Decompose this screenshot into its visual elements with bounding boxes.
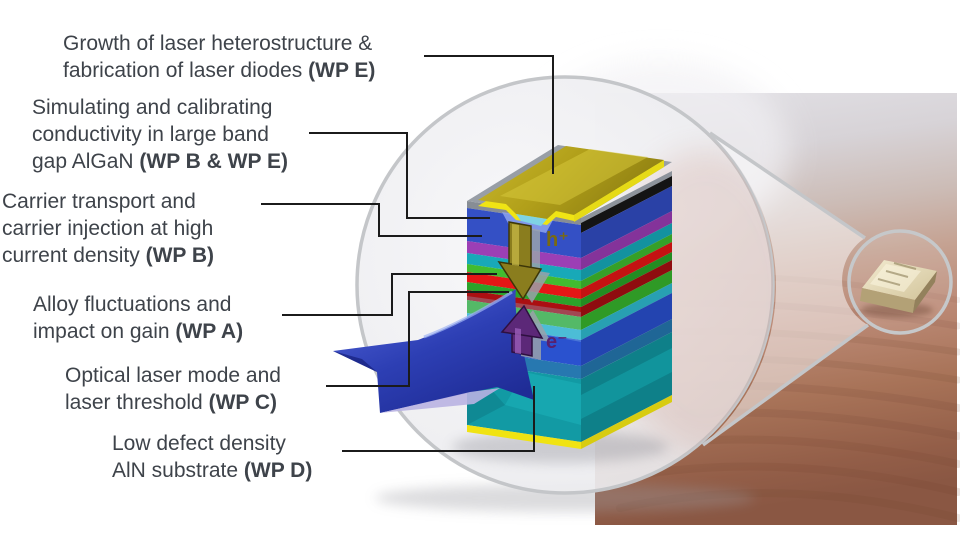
pad-notch-dip xyxy=(516,214,547,226)
leader-substrate xyxy=(342,386,535,452)
label-line: Simulating and calibrating xyxy=(32,96,273,119)
label-line: AlN substrate (WP D) xyxy=(112,459,313,482)
label-alloy-fluctuations: Alloy fluctuations and impact on gain (W… xyxy=(33,291,243,345)
label-optical-mode: Optical laser mode and laser threshold (… xyxy=(65,362,281,416)
label-line: conductivity in large band xyxy=(32,123,269,146)
label-line: current density (WP B) xyxy=(2,244,215,267)
pad-right-edge xyxy=(574,160,664,222)
magnifier-cone xyxy=(701,131,870,447)
tiny-laser-chip xyxy=(860,260,937,313)
label-line: impact on gain (WP A) xyxy=(33,320,244,343)
pad-highlight xyxy=(500,149,648,205)
electrons-label: e⁻ xyxy=(546,331,568,353)
leader-alloy xyxy=(282,273,497,316)
label-line: Growth of laser heterostructure & xyxy=(63,32,373,55)
hole-injection-arrow xyxy=(497,221,550,303)
label-line: Optical laser mode and xyxy=(65,364,281,387)
label-line: Low defect density xyxy=(112,432,286,455)
laser-structure xyxy=(452,145,672,463)
label-line: Alloy fluctuations and xyxy=(33,293,232,316)
label-growth-fabrication: Growth of laser heterostructure & fabric… xyxy=(63,30,375,84)
emission-arrow-underside xyxy=(380,388,500,413)
emission-arrow xyxy=(333,289,534,413)
label-line: fabrication of laser diodes (WP E) xyxy=(63,59,376,82)
holes-label: h⁺ xyxy=(546,229,569,251)
emission-arrow-highlight xyxy=(423,290,513,339)
structure-right-face xyxy=(581,171,672,449)
cone-lower-line xyxy=(701,323,870,447)
cone-frosted-fill xyxy=(703,133,868,445)
cone-upper-line xyxy=(709,131,866,240)
label-line: laser threshold (WP C) xyxy=(65,391,278,414)
label-line: carrier injection at high xyxy=(2,217,214,240)
electron-injection-arrow xyxy=(500,304,551,360)
lens-ground-shadow xyxy=(375,484,755,512)
layer-quantum-well-red-2 xyxy=(467,290,581,317)
label-simulating-conductivity: Simulating and calibrating conductivity … xyxy=(32,94,288,175)
label-substrate: Low defect density AlN substrate (WP D) xyxy=(112,430,312,484)
chip-callout xyxy=(847,229,953,335)
leader-simulating xyxy=(309,132,490,219)
label-line: gap AlGaN (WP B & WP E) xyxy=(32,150,288,173)
leader-growth xyxy=(424,55,554,174)
leader-lines xyxy=(261,55,554,452)
leader-optical xyxy=(326,291,509,387)
label-carrier-transport: Carrier transport and carrier injection … xyxy=(2,188,214,269)
structure-top-face xyxy=(467,145,672,226)
structure-shadow xyxy=(452,431,668,463)
emission-arrow-wing-shade xyxy=(333,351,377,372)
leader-carrier xyxy=(261,203,482,237)
label-line: Carrier transport and xyxy=(2,190,196,213)
layer-bottom-contact-yellow xyxy=(467,425,581,449)
